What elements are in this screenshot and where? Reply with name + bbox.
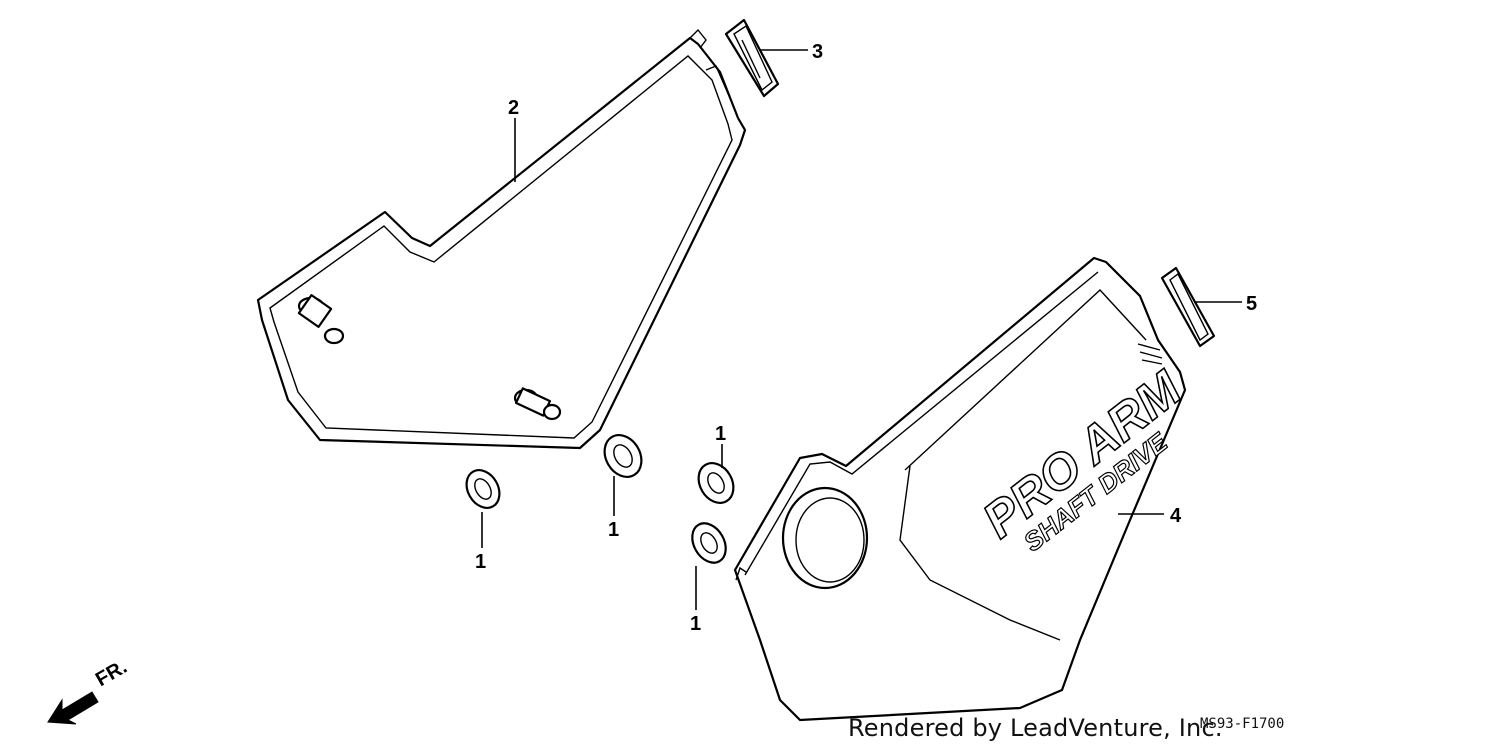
mounting-pin (513, 387, 562, 421)
callout-1-a: 1 (475, 551, 486, 573)
grommet-1 (697, 462, 735, 504)
left-side-cover (256, 28, 747, 450)
grommet-strip-3 (724, 18, 780, 98)
grommet-1 (603, 434, 643, 478)
callout-3: 3 (812, 41, 823, 63)
callout-2: 2 (508, 97, 519, 119)
callout-1-c: 1 (715, 423, 726, 445)
callout-1-d: 1 (690, 613, 701, 635)
leader-lines (481, 49, 1242, 610)
render-credit: Rendered by LeadVenture, Inc. (848, 714, 1223, 742)
callout-5: 5 (1246, 293, 1257, 315)
callout-4: 4 (1170, 505, 1182, 527)
callout-1-b: 1 (608, 519, 619, 541)
grommet-1 (465, 469, 501, 509)
mounting-pin (297, 294, 345, 345)
grommet-strip-5 (1160, 266, 1216, 348)
diagram-code: MS93-F1700 (1200, 716, 1285, 732)
grommet-1 (691, 522, 727, 564)
right-side-cover: PRO ARM SHAFT DRIVE (733, 256, 1193, 722)
front-arrow-icon (47, 691, 99, 725)
